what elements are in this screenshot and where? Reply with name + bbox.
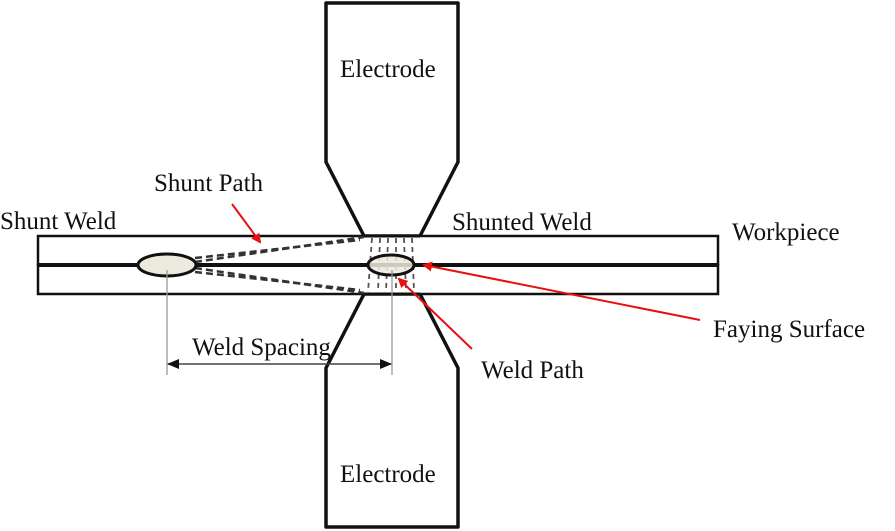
label-electrode-top: Electrode xyxy=(340,56,436,83)
label-electrode-bottom: Electrode xyxy=(340,461,436,488)
label-weld-spacing: Weld Spacing xyxy=(192,334,331,361)
weld-spacing-dimension xyxy=(166,270,393,375)
faying-surface-arrow xyxy=(422,261,701,321)
shunt-path-lines xyxy=(194,235,365,295)
shunt-path-arrow xyxy=(231,203,262,244)
label-weld-path: Weld Path xyxy=(481,357,584,384)
top-electrode xyxy=(324,1,460,238)
weld-path-arrow xyxy=(397,277,473,350)
label-workpiece: Workpiece xyxy=(732,219,840,246)
label-shunt-path: Shunt Path xyxy=(154,170,264,197)
label-shunted-weld: Shunted Weld xyxy=(452,209,592,236)
label-faying-surface: Faying Surface xyxy=(713,316,865,343)
label-shunt-weld: Shunt Weld xyxy=(0,208,117,235)
shunted-weld-nugget xyxy=(366,253,416,277)
